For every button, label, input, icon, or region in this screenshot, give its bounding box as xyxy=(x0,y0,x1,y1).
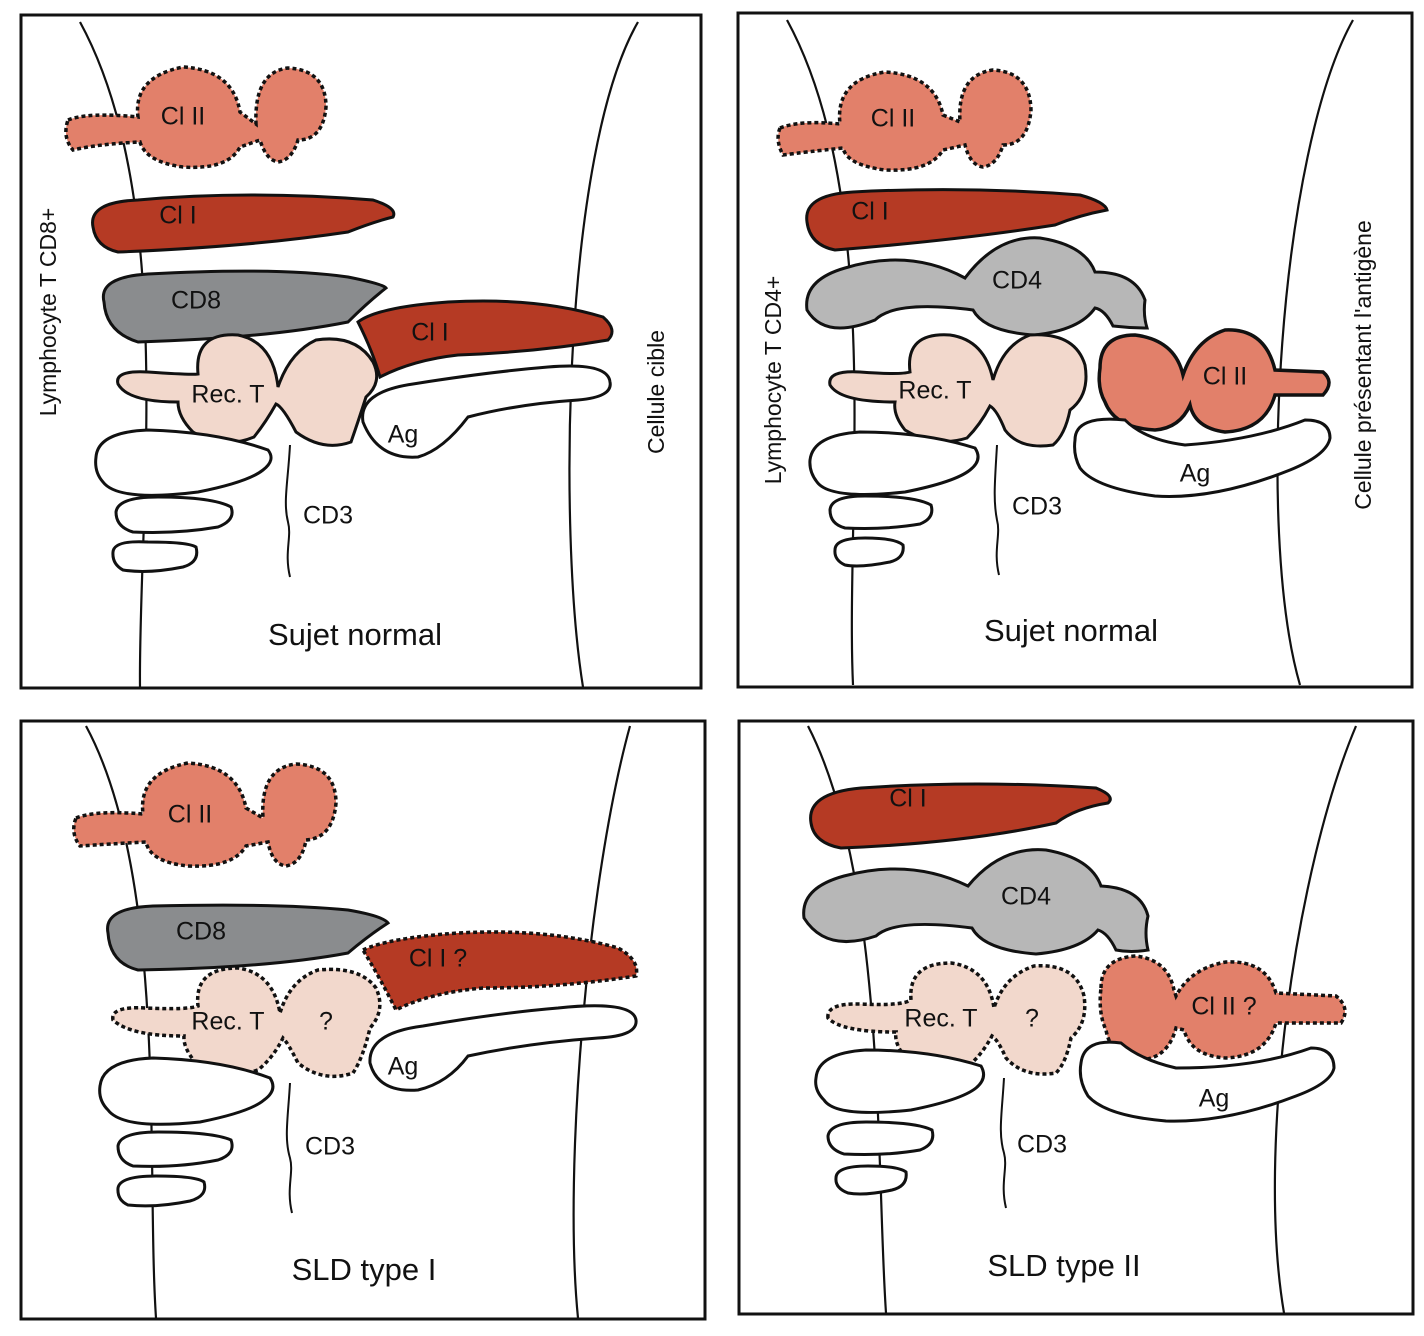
t-cell-receptor xyxy=(111,966,382,1079)
apc-membrane xyxy=(1276,19,1354,686)
cd3-tail xyxy=(284,444,291,578)
cd8-molecule xyxy=(101,269,389,344)
class-i-label: Cl I xyxy=(159,202,197,230)
panel-cd8-normal: Cl II Cl I CD8 Cl I Rec. T Ag CD3 Sujet … xyxy=(19,13,703,690)
ag-label: Ag xyxy=(388,421,419,449)
cd3-chain-3 xyxy=(111,540,199,573)
class-i-target-molecule xyxy=(360,930,639,1013)
cd3-chain-1 xyxy=(98,1056,275,1126)
left-side-label: Lymphocyte T CD8+ xyxy=(35,208,61,417)
class-ii-molecule xyxy=(776,68,1033,172)
cd3-tail xyxy=(285,1082,293,1214)
cd4-molecule xyxy=(805,236,1150,337)
cd3-chain-2 xyxy=(114,495,234,534)
cd3-chain-1 xyxy=(814,1048,986,1114)
cd3-chain-3 xyxy=(116,1174,207,1208)
cd8-label: CD8 xyxy=(171,287,221,315)
class-i-molecule xyxy=(805,188,1109,252)
rec-t-label: Rec. T xyxy=(898,377,971,405)
class-i-label: Cl I xyxy=(851,198,889,226)
rec-t-label: Rec. T xyxy=(904,1005,977,1033)
class-i-molecule xyxy=(809,782,1112,850)
cd3-chain-2 xyxy=(826,1120,935,1156)
cd3-chain-2 xyxy=(828,494,934,530)
panel-title: Sujet normal xyxy=(984,613,1158,648)
cd4-label: CD4 xyxy=(992,267,1042,295)
class-ii-target-label: Cl II ? xyxy=(1191,993,1256,1021)
ag-label: Ag xyxy=(1180,460,1211,488)
panel-title: SLD type II xyxy=(987,1248,1140,1283)
cd3-tail xyxy=(993,444,1000,576)
cd8-label: CD8 xyxy=(176,918,226,946)
class-ii-label: Cl II xyxy=(161,103,205,131)
cd3-label: CD3 xyxy=(1017,1131,1067,1159)
antigen xyxy=(361,364,612,459)
ag-label: Ag xyxy=(388,1053,419,1081)
cd4-molecule xyxy=(802,848,1150,956)
class-ii-label: Cl II xyxy=(168,801,212,829)
rec-t-label: Rec. T xyxy=(191,1008,264,1036)
cd3-label: CD3 xyxy=(305,1133,355,1161)
cd4-label: CD4 xyxy=(1001,883,1051,911)
rec-t-question: ? xyxy=(1025,1005,1039,1033)
cd3-chain-3 xyxy=(834,1164,908,1196)
cd3-chain-2 xyxy=(116,1130,234,1168)
cd3-chain-3 xyxy=(833,536,905,568)
class-ii-molecule xyxy=(72,761,338,868)
antigen xyxy=(368,1004,638,1092)
antigen xyxy=(1073,417,1332,498)
right-side-label: Cellule cible xyxy=(643,330,669,454)
lymphocyte-membrane xyxy=(79,21,148,688)
lymphocyte-membrane xyxy=(786,19,856,686)
antigen xyxy=(1078,1040,1336,1123)
class-ii-label: Cl II xyxy=(871,105,915,133)
class-i-label: Cl I xyxy=(889,785,927,813)
ag-label: Ag xyxy=(1199,1085,1230,1113)
class-i-target-molecule xyxy=(356,299,614,380)
cd3-chain-1 xyxy=(808,430,980,496)
right-side-label: Cellule présentant l'antigène xyxy=(1350,220,1376,510)
panel-title: Sujet normal xyxy=(268,617,442,652)
class-ii-target-molecule xyxy=(1097,328,1331,434)
panel-title: SLD type I xyxy=(292,1252,437,1287)
cd8-molecule xyxy=(106,903,391,972)
class-i-target-label: Cl I xyxy=(411,319,449,347)
class-i-molecule xyxy=(91,193,396,254)
rec-t-label: Rec. T xyxy=(191,381,264,409)
rec-t-question: ? xyxy=(319,1008,333,1036)
left-side-label: Lymphocyte T CD4+ xyxy=(760,276,786,485)
cd3-tail xyxy=(999,1077,1007,1209)
panel-sld-type-2: Cl I CD4 Rec. T ? Cl II ? Ag CD3 SLD typ… xyxy=(737,719,1415,1316)
class-ii-target-label: Cl II xyxy=(1203,363,1247,391)
cd3-chain-1 xyxy=(94,428,273,497)
cd3-label: CD3 xyxy=(1012,493,1062,521)
panel-cd4-normal: Cl II Cl I CD4 Rec. T Cl II Ag CD3 Sujet… xyxy=(736,11,1414,689)
class-ii-molecule xyxy=(64,65,328,170)
panel-sld-type-1: Cl II CD8 Cl I ? Rec. T ? Ag CD3 SLD typ… xyxy=(19,719,707,1321)
class-i-target-label: Cl I ? xyxy=(409,945,467,973)
cd3-label: CD3 xyxy=(303,502,353,530)
